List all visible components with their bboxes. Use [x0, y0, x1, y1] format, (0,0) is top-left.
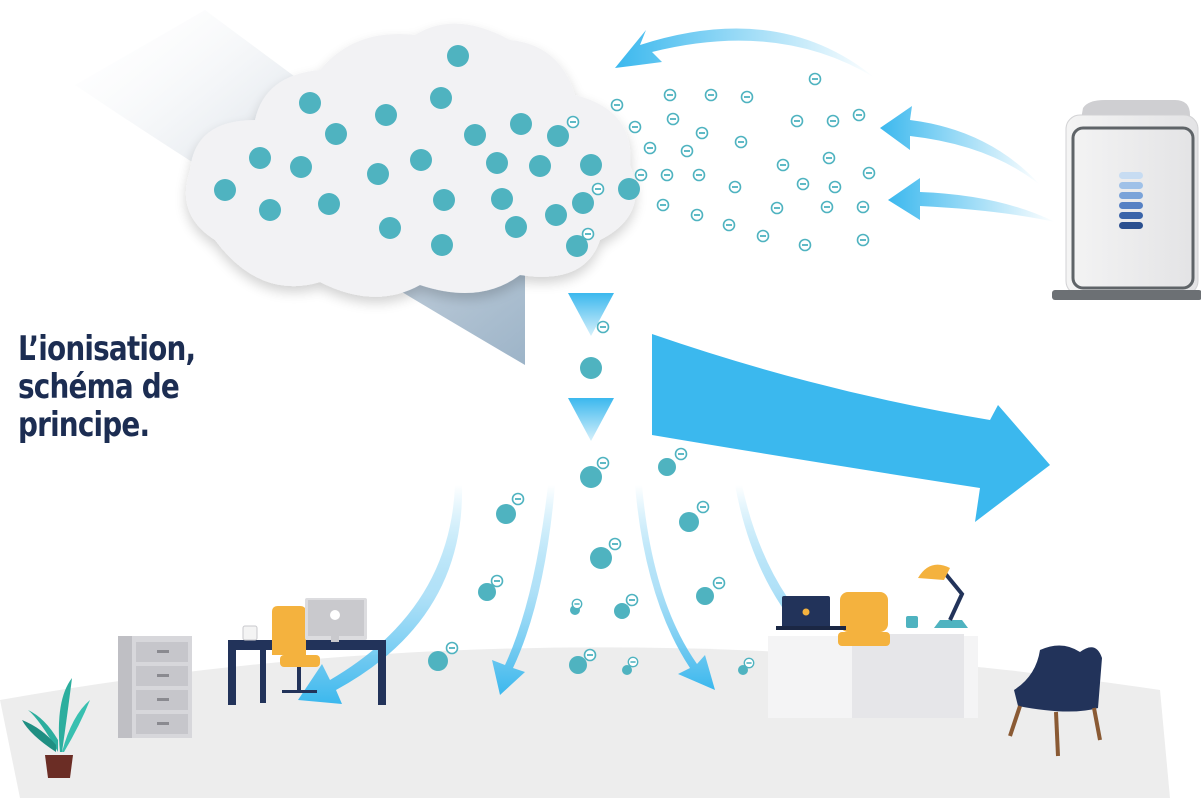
filing-cabinet-icon	[118, 636, 192, 738]
air-ionizer-device-icon	[1052, 100, 1201, 300]
falling-direction-markers	[568, 293, 614, 441]
armchair-icon	[1008, 645, 1102, 757]
left-desk-icon	[228, 598, 386, 705]
negative-ion-icon-field	[610, 72, 876, 252]
title-line-1: L’ionisation,	[18, 329, 196, 369]
falling-particles	[428, 357, 748, 675]
right-desk-icon	[760, 564, 980, 718]
diagram-title: L’ionisation, schéma de principe.	[18, 330, 297, 444]
title-line-2: schéma de principe.	[18, 367, 180, 445]
large-flow-arrow	[652, 334, 1050, 522]
cloud-particles	[214, 45, 640, 257]
ion-flow-arrows	[615, 28, 1055, 222]
plant-icon	[22, 678, 90, 778]
